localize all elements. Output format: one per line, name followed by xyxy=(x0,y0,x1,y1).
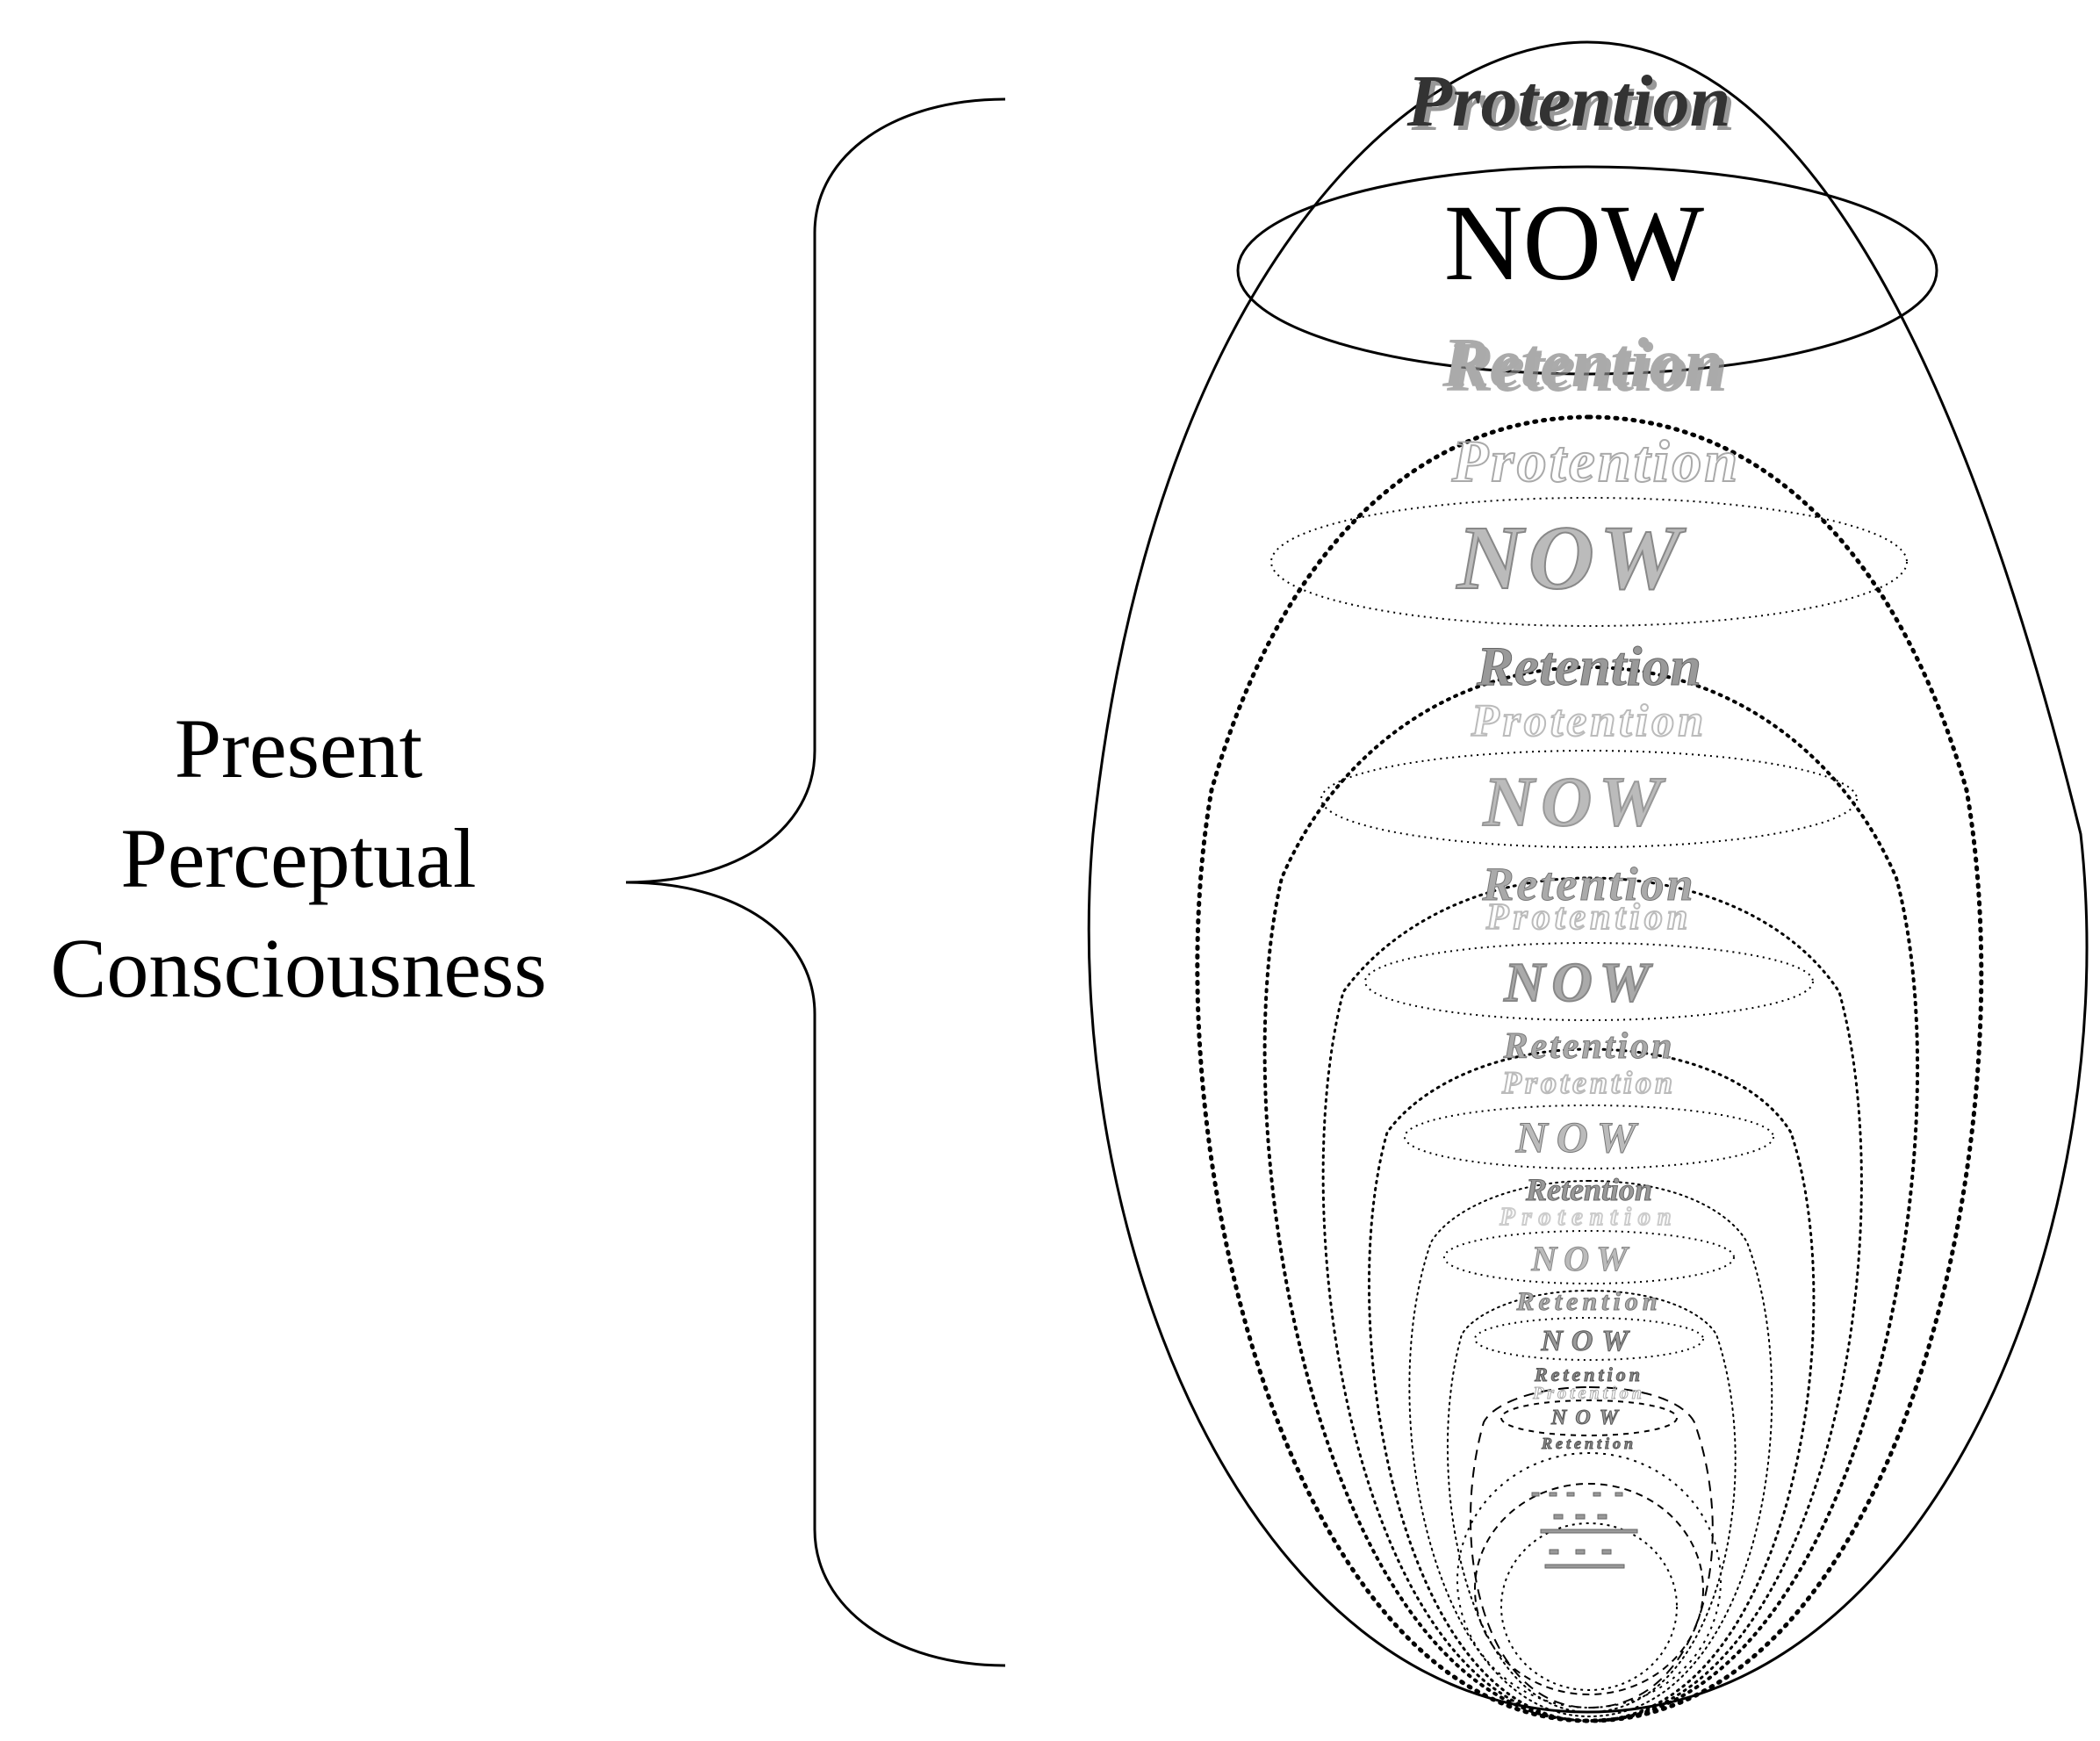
label-line-present: Present xyxy=(175,701,423,795)
faded-mark xyxy=(1544,1564,1625,1569)
faded-mark xyxy=(1593,1492,1601,1497)
layer-8-text: NOW Retention xyxy=(1540,1406,1636,1453)
layer-6-text: Protention NOW Retention xyxy=(1499,1203,1679,1317)
faded-mark xyxy=(1575,1514,1586,1520)
protention-label: Protention xyxy=(1471,696,1707,746)
layer-4-text: Protention NOW Retention xyxy=(1485,896,1692,1068)
retention-label: Retention xyxy=(1515,1287,1661,1316)
faded-mark xyxy=(1553,1514,1564,1520)
protention-label: Protention xyxy=(1532,1384,1645,1403)
inner-circle-2 xyxy=(1474,1483,1704,1695)
layer-5-text: Protention NOW Retention xyxy=(1500,1064,1676,1208)
protention-label: Protention xyxy=(1451,428,1741,494)
label-line-perceptual: Perceptual xyxy=(120,811,476,905)
faded-mark xyxy=(1566,1492,1575,1497)
layer-2-text: Protention NOW Retention xyxy=(1450,427,1741,698)
faded-mark xyxy=(1531,1492,1540,1497)
now-band-ellipse-4 xyxy=(1364,942,1814,1021)
now-label: NOW xyxy=(1540,1325,1636,1357)
layer-3-text: Protention NOW Retention xyxy=(1470,695,1707,911)
now-band-ellipse-6 xyxy=(1443,1230,1735,1284)
faded-mark xyxy=(1549,1492,1557,1497)
faded-mark xyxy=(1549,1549,1559,1555)
now-band-ellipse-8 xyxy=(1500,1399,1678,1436)
inner-circle-1 xyxy=(1456,1452,1722,1709)
now-label: NOW xyxy=(1515,1112,1645,1162)
nested-egg-5 xyxy=(1367,1047,1816,1723)
layer-1-text: Protention Protention NOW Retention Rete… xyxy=(1406,61,1736,406)
faded-mark xyxy=(1615,1492,1623,1497)
retention-label: Retention xyxy=(1502,1026,1674,1067)
protention-label: Protention xyxy=(1406,61,1731,142)
retention-label: Retention xyxy=(1481,858,1695,910)
retention-label-shadow: Retention xyxy=(1446,329,1728,406)
label-line-consciousness: Consciousness xyxy=(50,921,546,1015)
now-band-ellipse-7 xyxy=(1474,1317,1704,1361)
nested-egg-8 xyxy=(1470,1385,1714,1709)
retention-label: Retention xyxy=(1525,1172,1652,1207)
curly-brace xyxy=(625,97,1006,1667)
inner-faded-marks xyxy=(1531,1492,1638,1569)
protention-label-shadow: Protention xyxy=(1411,65,1736,147)
now-label: NOW xyxy=(1483,764,1669,841)
protention-label: Protention xyxy=(1501,1065,1676,1100)
nested-egg-2 xyxy=(1195,414,1984,1723)
left-label: Present Perceptual Consciousness xyxy=(50,701,546,1015)
now-band-ellipse-2 xyxy=(1270,497,1908,627)
now-label: NOW xyxy=(1530,1239,1634,1278)
protention-label: Protention xyxy=(1499,1204,1679,1231)
nested-egg-4 xyxy=(1321,876,1863,1723)
retention-label: Retention xyxy=(1442,325,1723,402)
now-label: NOW xyxy=(1550,1406,1627,1429)
inner-circle-3 xyxy=(1500,1522,1678,1691)
faded-mark xyxy=(1597,1514,1607,1520)
now-band-ellipse-1 xyxy=(1236,165,1938,376)
now-label: NOW xyxy=(1503,951,1656,1013)
protention-label: Protention xyxy=(1485,897,1692,938)
nested-egg-6 xyxy=(1408,1179,1773,1718)
now-label: NOW xyxy=(1456,507,1686,608)
nested-egg-3 xyxy=(1262,665,1920,1723)
now-band-ellipse-5 xyxy=(1404,1104,1774,1169)
faded-mark xyxy=(1540,1529,1638,1534)
retention-label: Retention xyxy=(1541,1435,1636,1452)
now-band-ellipse-3 xyxy=(1320,750,1858,848)
faded-mark xyxy=(1601,1549,1612,1555)
layer-7-text: NOW Retention Protention xyxy=(1532,1325,1645,1404)
retention-label: Retention xyxy=(1534,1363,1643,1385)
faded-mark xyxy=(1575,1549,1586,1555)
now-label: NOW xyxy=(1444,183,1704,303)
retention-label: Retention xyxy=(1476,635,1701,697)
